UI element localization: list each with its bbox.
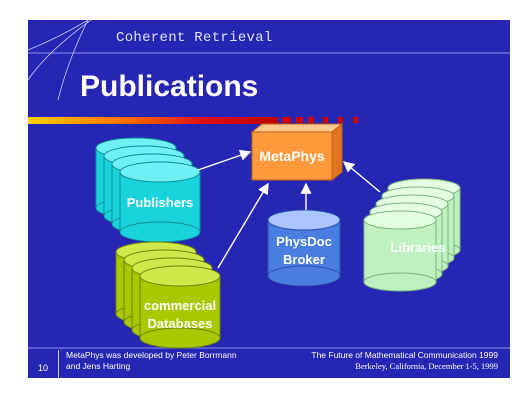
- title-underline-dash: [282, 117, 291, 123]
- title-underline: [28, 117, 278, 124]
- cylinder: [139, 265, 221, 349]
- corner-swoosh: [28, 20, 92, 81]
- publishers-stack: [95, 137, 201, 243]
- corner-swoosh: [28, 20, 89, 51]
- arrow-publishers-to-metaphys: [197, 149, 252, 171]
- conference-location: Berkeley, California, December 1-5, 1999: [355, 361, 498, 371]
- credit-line1: MetaPhys was developed by Peter Borrmann: [66, 350, 237, 360]
- metaphys-label: MetaPhys: [259, 148, 325, 164]
- publishers-label: Publishers: [127, 195, 193, 210]
- commercial-label-line2: Databases: [147, 316, 212, 331]
- cylinder: [119, 161, 201, 243]
- cylinder: [363, 210, 437, 292]
- physdoc-broker-cylinder: [267, 209, 341, 287]
- diagram: Publishers commercial Databases Librarie…: [95, 122, 461, 349]
- title-underline-dash: [308, 117, 314, 123]
- slide-header: Coherent Retrieval: [116, 30, 273, 46]
- slide: Coherent Retrieval Publications Publishe…: [28, 20, 510, 378]
- commercial-label-line1: commercial: [144, 298, 216, 313]
- title-underline-dash: [353, 117, 358, 123]
- physdoc-label-line1: PhysDoc: [276, 234, 332, 249]
- page-number: 10: [38, 363, 49, 373]
- corner-swoosh: [57, 20, 89, 101]
- slide-title: Publications: [80, 70, 259, 103]
- libraries-label: Libraries: [391, 240, 446, 255]
- physdoc-label-line2: Broker: [283, 252, 325, 267]
- libraries-stack: [363, 178, 461, 292]
- credit-text: MetaPhys was developed by Peter Borrmann…: [66, 350, 237, 372]
- title-underline-dash: [338, 117, 343, 123]
- title-underline-dash: [323, 117, 328, 123]
- credit-line2: and Jens Harting: [66, 361, 131, 371]
- slide-decoration: [28, 20, 510, 349]
- commercial-databases-stack: [115, 241, 221, 349]
- arrow-commercial-to-metaphys: [217, 182, 269, 269]
- metaphys-box: [250, 122, 344, 182]
- footer-divider: [58, 350, 59, 378]
- arrow-libraries-to-metaphys: [342, 161, 381, 193]
- title-underline-dash: [296, 117, 303, 123]
- conference-name: The Future of Mathematical Communication…: [311, 350, 498, 360]
